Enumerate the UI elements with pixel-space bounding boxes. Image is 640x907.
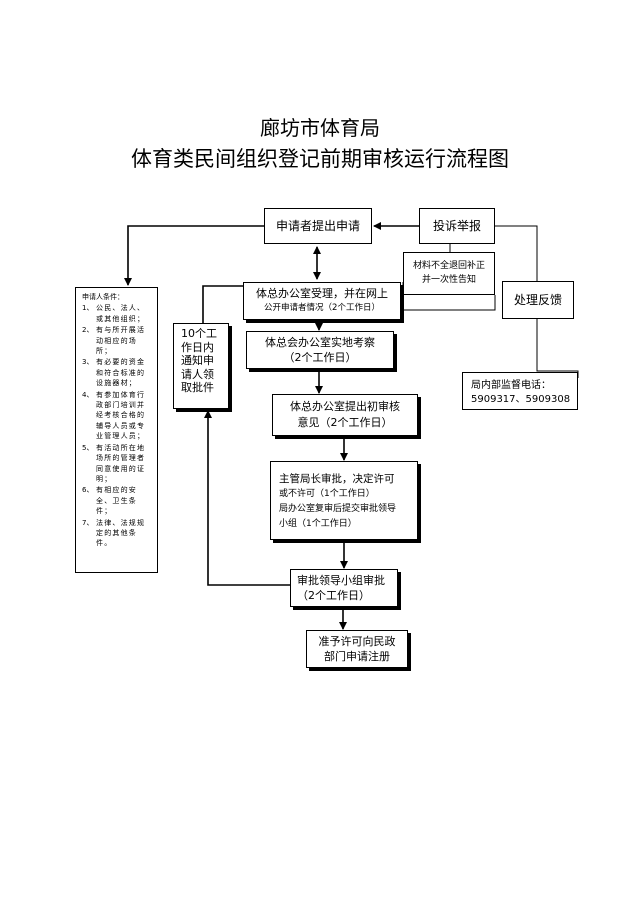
complaint-text: 投诉举报 [432,219,481,233]
link-accept-notify [202,285,243,323]
accept-line-2: 公开申请者情况（2个工作日） [264,303,380,313]
approve-line-4: 小组（1个工作日） [279,519,357,529]
group-line-2: （2个工作日） [297,589,370,602]
supervision-phone-box: 局内部监督电话： 5909317、5909308 [462,372,578,410]
condition-item: 3、有必要的资金和符合标准的设施器材； [82,358,146,388]
accept-line-1: 体总办公室受理，并在网上 [256,287,388,300]
group-line-1: 审批领导小组审批 [297,574,385,587]
link-incomplete-line [403,295,496,311]
apply-box: 申请者提出申请 [264,208,372,244]
applicant-conditions-box: 申请人条件： 1、公民、法人、或其他组织； 2、有与所开展活动相应的场所； 3、… [75,287,158,573]
condition-item: 4、有参加体育行政部门培训并经考核合格的辅导人员或专业管理人员； [82,390,146,441]
opinion-box: 体总办公室提出初审核 意见（2个工作日） [272,394,418,436]
approve-line-2: 或不许可（1个工作日） [279,489,375,499]
inspect-line-2: （2个工作日） [283,351,357,364]
accept-box: 体总办公室受理，并在网上 公开申请者情况（2个工作日） [243,282,401,320]
incomplete-line-1: 材料不全退回补正 [412,261,485,271]
complaint-box: 投诉举报 [419,208,495,244]
page-title: 廊坊市体育局 [260,116,380,140]
feedback-box: 处理反馈 [502,281,574,319]
approve-line-3: 局办公室复审后提交审批领导 [279,504,397,514]
arrow-group-to-notify [204,410,290,586]
feedback-text: 处理反馈 [513,293,562,307]
phone-label: 局内部监督电话： [471,380,551,391]
incomplete-materials-box: 材料不全退回补正 并一次性告知 [403,252,495,295]
condition-item: 2、有与所开展活动相应的场所； [82,326,146,356]
inspect-box: 体总会办公室实地考察 （2个工作日） [246,331,394,369]
approve-line-1: 主管局长审批，决定许可 [279,473,395,485]
opinion-line-1: 体总办公室提出初审核 [290,400,400,413]
group-approval-box: 审批领导小组审批 （2个工作日） [290,569,398,607]
condition-item: 1、公民、法人、或其他组织； [82,304,146,323]
apply-text: 申请者提出申请 [275,219,360,233]
page-subtitle: 体育类民间组织登记前期审核运行流程图 [131,147,509,171]
condition-item: 5、有活动所在地场所的管理者同意使用的证明； [82,443,146,483]
phone-numbers: 5909317、5909308 [471,394,571,405]
notify-line-3: 通知申 [181,354,214,367]
notify-line-2: 作日内 [181,340,214,354]
arrow-apply-to-conditions [124,225,264,286]
notify-line-4: 请人领 [181,367,214,381]
approve-box: 主管局长审批，决定许可 或不许可（1个工作日） 局办公室复审后提交审批领导 小组… [270,461,418,540]
notify-box: 10个工 作日内 通知申 请人领 取批件 [173,323,229,409]
notify-line-1: 10个工 [181,327,217,340]
condition-item: 6、有相应的安全、卫生条件； [82,486,137,516]
opinion-line-2: 意见（2个工作日） [297,416,393,429]
permit-line-2: 部门申请注册 [324,650,390,663]
link-feedback-phone [536,319,579,378]
notify-line-5: 取批件 [181,381,214,394]
conditions-heading: 申请人条件： [82,293,124,301]
incomplete-line-2: 并一次性告知 [421,275,476,285]
link-complaint-feedback [495,225,538,281]
permit-line-1: 准予许可向民政 [318,635,396,648]
permit-box: 准予许可向民政 部门申请注册 [306,630,408,668]
condition-item: 7、法律、法规规定的其他条件。 [82,518,146,548]
inspect-line-1: 体总会办公室实地考察 [265,336,375,349]
